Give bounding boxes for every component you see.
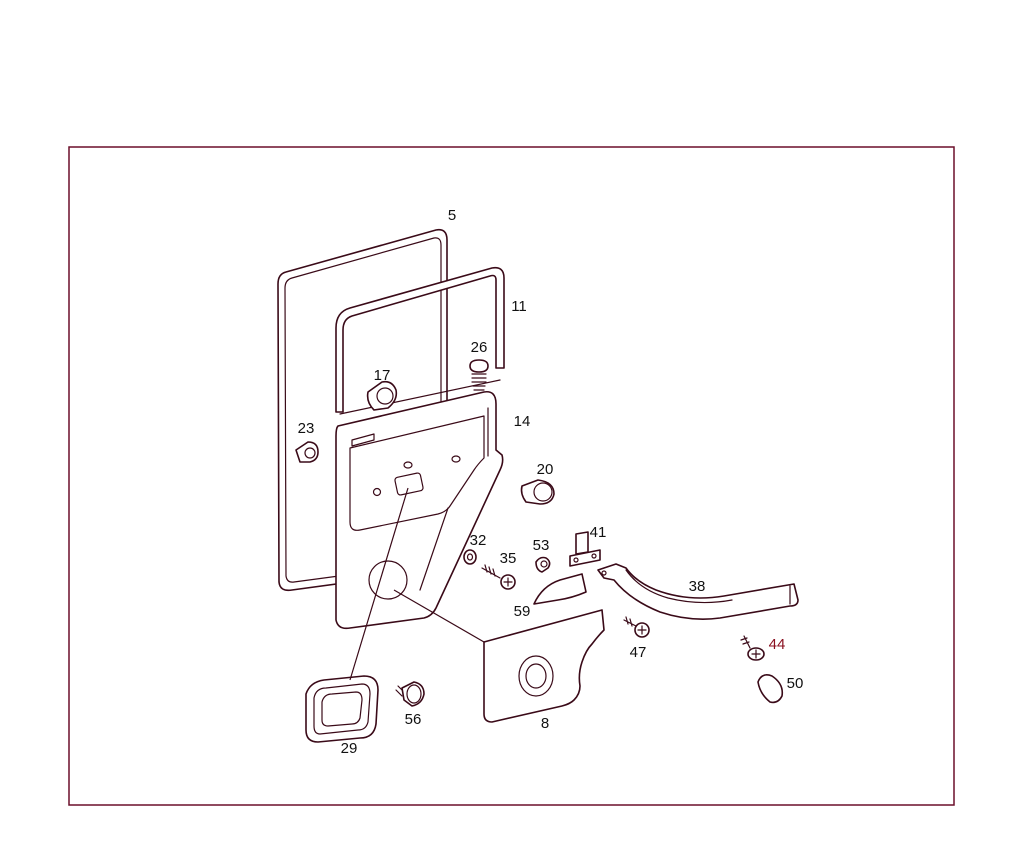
part-47-screw [623,616,650,638]
part-32-nut [463,549,477,565]
part-11-window-frame-seal [335,266,505,413]
callout-41: 41 [590,524,607,541]
part-20-bumper [520,479,555,505]
callout-35: 35 [500,550,517,567]
part-17-bumper [366,380,398,411]
diagram-frame [68,146,955,806]
callout-labels: 5 11 26 17 14 23 20 41 32 53 35 38 59 44… [298,207,804,757]
callout-23: 23 [298,420,315,437]
callout-32: 32 [470,532,487,549]
part-44-screw [740,635,765,661]
part-53-clip [535,556,551,573]
callout-14: 14 [514,413,531,430]
part-23-clip [295,441,319,463]
part-29-handle-bezel [305,675,379,743]
part-56-clip [395,681,425,707]
callout-56: 56 [405,711,422,728]
callout-26: 26 [471,339,488,356]
leader-lines [349,487,485,681]
part-8-lower-trim-panel [483,609,605,723]
callout-11: 11 [511,298,527,315]
callout-47: 47 [630,644,647,661]
callout-29: 29 [341,740,358,757]
callout-44: 44 [769,636,786,653]
part-41-bracket [569,531,601,567]
callout-20: 20 [537,461,554,478]
part-38-armrest [597,563,799,620]
callout-5: 5 [448,207,456,224]
callout-53: 53 [533,537,550,554]
callout-8: 8 [541,715,549,732]
callout-50: 50 [787,675,804,692]
part-14-door-trim-panel [335,379,504,630]
part-26-spring-clip [469,359,489,391]
callout-17: 17 [374,367,391,384]
part-59-cover [533,573,587,605]
part-50-cap [757,674,784,704]
part-35-screw [481,564,516,590]
callout-38: 38 [689,578,706,595]
callout-59: 59 [514,603,531,620]
